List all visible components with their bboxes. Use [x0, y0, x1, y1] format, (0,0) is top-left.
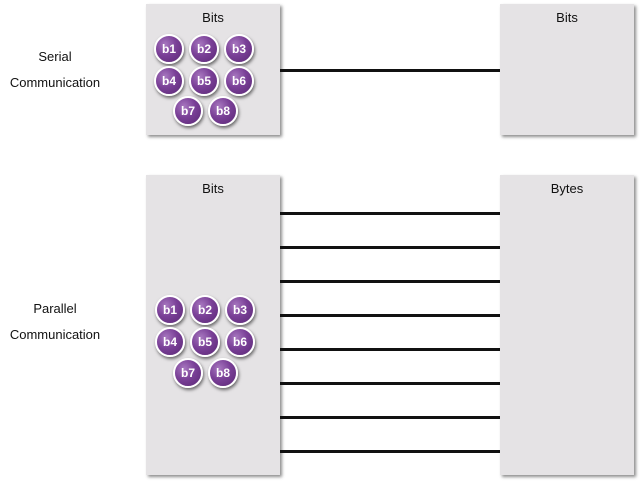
serial-wire	[280, 69, 500, 72]
bit-b2: b2	[189, 34, 219, 64]
parallel-label-line1: Parallel	[33, 301, 77, 316]
parallel-wire	[280, 246, 500, 249]
parallel-wire	[280, 382, 500, 385]
parallel-wire	[280, 416, 500, 419]
parallel-receiver-box: Bytes	[500, 175, 634, 475]
parallel-label: Parallel Communication	[0, 296, 110, 348]
bit-b5: b5	[190, 327, 220, 357]
serial-receiver-title: Bits	[556, 10, 578, 25]
bit-b6: b6	[225, 327, 255, 357]
parallel-wire	[280, 212, 500, 215]
serial-label-line1: Serial	[38, 49, 72, 64]
serial-receiver-box: Bits	[500, 4, 634, 135]
bit-b8: b8	[208, 358, 238, 388]
bit-b2: b2	[190, 295, 220, 325]
parallel-wire	[280, 348, 500, 351]
parallel-sender-box: Bits b1 b2 b3 b4 b5 b6 b7 b8	[146, 175, 280, 475]
bit-b4: b4	[154, 66, 184, 96]
bit-b1: b1	[155, 295, 185, 325]
bit-b7: b7	[173, 358, 203, 388]
bit-b1: b1	[154, 34, 184, 64]
parallel-sender-title: Bits	[202, 181, 224, 196]
serial-label: Serial Communication	[0, 44, 110, 96]
serial-sender-title: Bits	[202, 10, 224, 25]
bit-b4: b4	[155, 327, 185, 357]
bit-b6: b6	[224, 66, 254, 96]
serial-sender-box: Bits b1 b2 b3 b4 b5 b6 b7 b8	[146, 4, 280, 135]
parallel-label-line2: Communication	[9, 327, 101, 342]
bit-b3: b3	[225, 295, 255, 325]
bit-b3: b3	[224, 34, 254, 64]
bit-b7: b7	[173, 96, 203, 126]
parallel-wire	[280, 450, 500, 453]
parallel-wire	[280, 280, 500, 283]
serial-label-line2: Communication	[9, 75, 101, 90]
bit-b8: b8	[208, 96, 238, 126]
bit-b5: b5	[189, 66, 219, 96]
parallel-receiver-title: Bytes	[550, 181, 584, 196]
parallel-wire	[280, 314, 500, 317]
